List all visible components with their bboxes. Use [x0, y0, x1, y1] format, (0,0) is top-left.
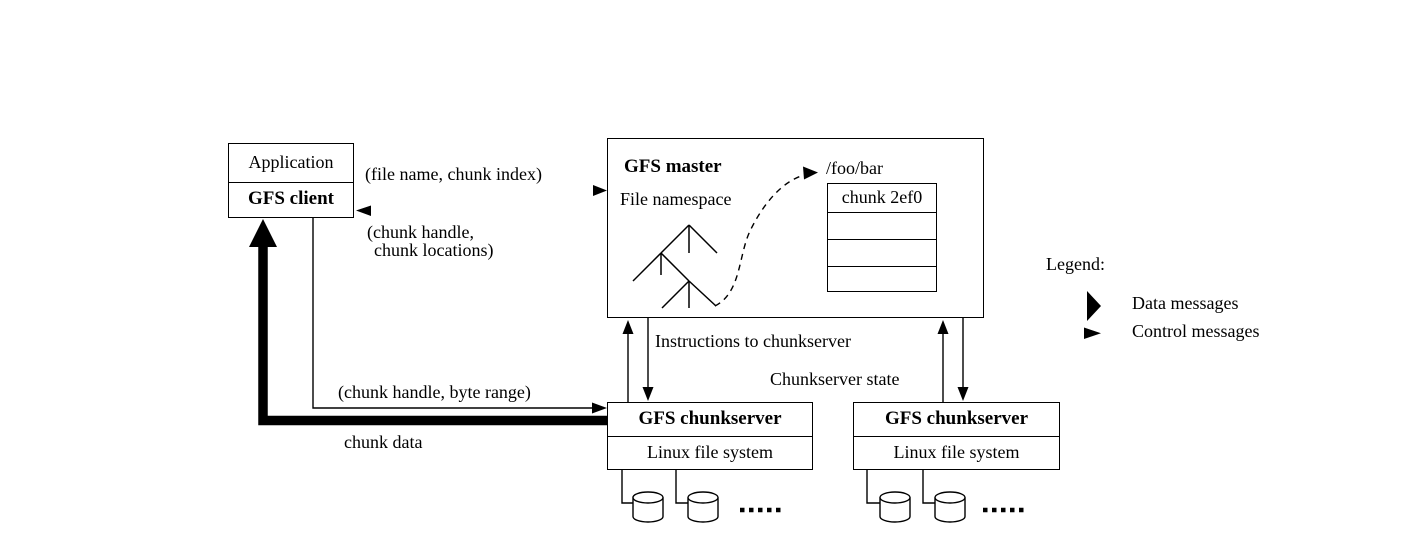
chunk-handle-locations-label-line2: chunk locations): [374, 240, 494, 260]
chunk-table-empty-row: [828, 212, 936, 239]
chunkserver-state-label: Chunkserver state: [770, 369, 900, 389]
chunk-handle-byte-range-label: (chunk handle, byte range): [338, 382, 531, 402]
control-arrowhead-to-client-icon: [356, 205, 371, 216]
chunk-data-label: chunk data: [344, 432, 423, 452]
byte-range-arrowhead-icon: [592, 402, 607, 414]
cs2-disk-connectors: [866, 470, 935, 504]
cs1-disk-icons: [632, 491, 719, 523]
chunkserver-2-title: GFS chunkserver: [854, 403, 1059, 437]
legend-title: Legend:: [1046, 254, 1105, 274]
gfs-client-box: GFS client: [247, 188, 335, 209]
control-arrowhead-to-master-icon: [593, 185, 607, 196]
application-client-box: Application GFS client: [228, 143, 354, 218]
legend-control-messages-label: Control messages: [1132, 321, 1260, 341]
gfs-master-title: GFS master: [624, 156, 722, 177]
legend-control-arrowhead-icon: [1084, 327, 1101, 339]
chunkserver-2-box: GFS chunkserver Linux file system: [853, 402, 1060, 470]
file-name-chunk-index-label: (file name, chunk index): [365, 164, 542, 184]
chunk-table-empty-row: [828, 266, 936, 293]
chunk-table-cell: chunk 2ef0: [841, 187, 923, 207]
instructions-label: Instructions to chunkserver: [655, 331, 851, 351]
chunkserver-1-fs: Linux file system: [647, 442, 773, 462]
cs1-up-arrowhead-icon: [622, 320, 634, 334]
legend-data-arrowhead-icon: [1087, 291, 1101, 321]
legend-data-messages-label: Data messages: [1132, 293, 1239, 313]
chunk-table-empty-row: [828, 239, 936, 266]
chunk-data-arrowhead-icon: [249, 219, 277, 247]
chunkserver-1-box: GFS chunkserver Linux file system: [607, 402, 813, 470]
cs1-disk-connectors: [621, 470, 688, 504]
cs2-disk-icons: [879, 491, 966, 523]
application-box: Application: [229, 144, 353, 183]
file-namespace-label: File namespace: [620, 189, 732, 209]
cs1-down-arrowhead-icon: [642, 387, 654, 401]
chunkserver-1-title: GFS chunkserver: [608, 403, 812, 437]
cs2-down-arrowhead-icon: [957, 387, 969, 401]
file-path-label: /foo/bar: [826, 158, 883, 178]
cs2-up-arrowhead-icon: [937, 320, 949, 334]
chunk-table: chunk 2ef0: [827, 183, 937, 292]
chunkserver-2-fs: Linux file system: [893, 442, 1020, 462]
